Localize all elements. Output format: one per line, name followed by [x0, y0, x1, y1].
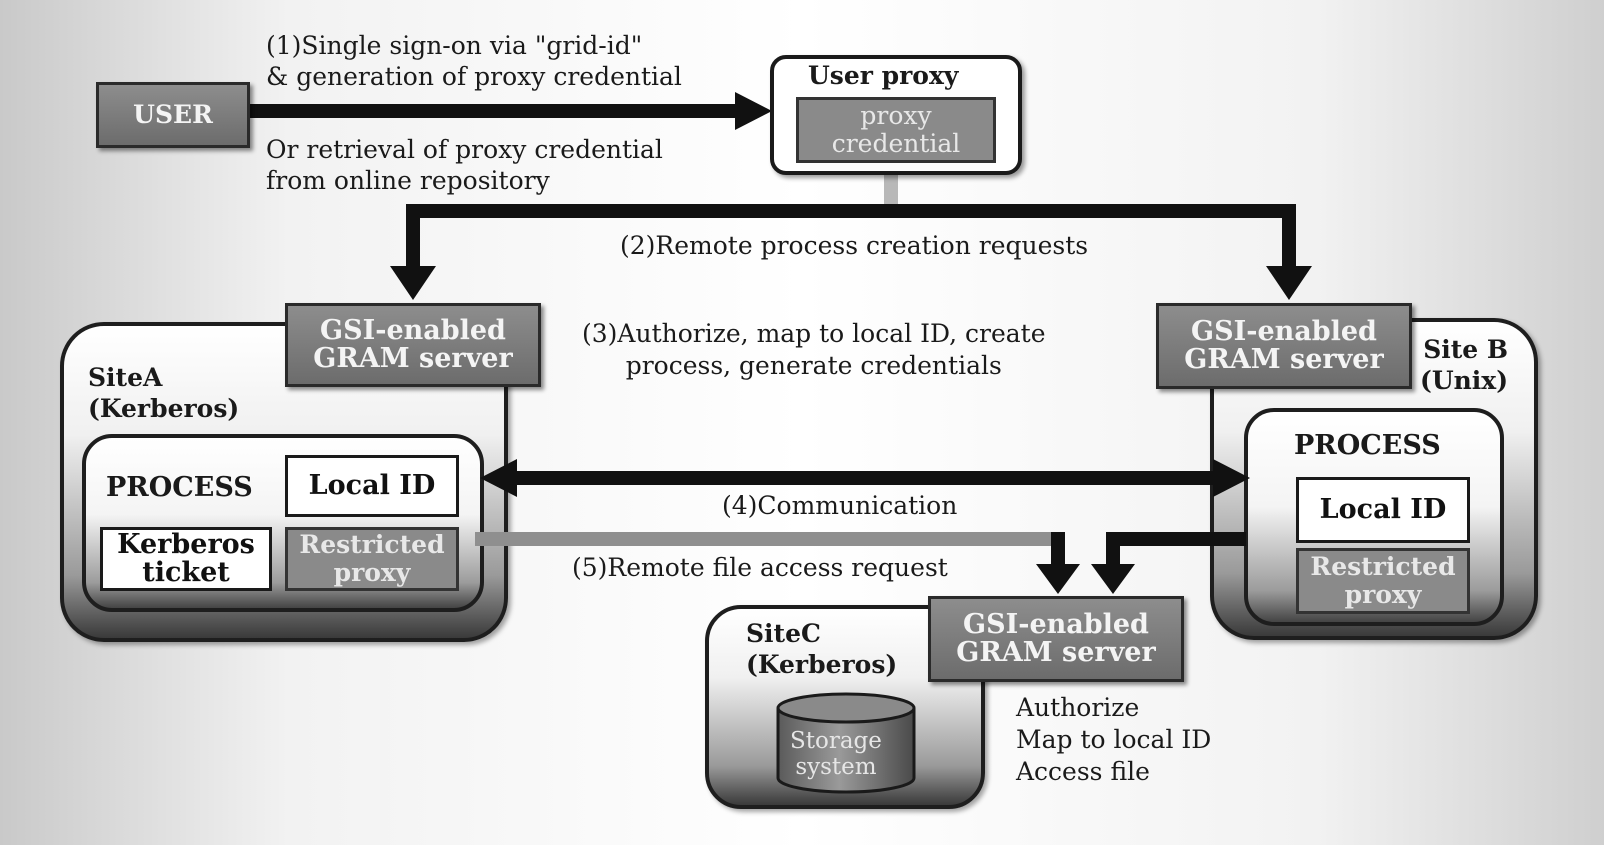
- user-proxy-title: User proxy: [808, 61, 959, 90]
- arrow-communication: [480, 459, 1250, 497]
- site-c-name: SiteC (Kerberos): [746, 619, 898, 679]
- step3-label: (3)Authorize, map to local ID, create pr…: [582, 319, 1046, 380]
- arrow-user-to-proxy: [247, 92, 772, 130]
- site-a-process-label: PROCESS: [106, 472, 253, 503]
- user-box: USER: [96, 82, 250, 148]
- storage-system-icon: [776, 692, 916, 794]
- site-b-restricted-proxy: Restricted proxy: [1296, 548, 1470, 614]
- site-b-gram-server: GSI-enabled GRAM server: [1156, 303, 1412, 389]
- site-a-gram-server: GSI-enabled GRAM server: [285, 303, 541, 387]
- site-a-restricted-proxy: Restricted proxy: [285, 527, 459, 591]
- step4-label: (4)Communication: [722, 491, 958, 520]
- site-c-gram-server: GSI-enabled GRAM server: [928, 596, 1184, 682]
- site-b-name: Site B (Unix): [1420, 335, 1509, 395]
- site-a-local-id: Local ID: [285, 455, 459, 517]
- arrow-file-access-site-a: [475, 532, 1080, 594]
- site-b-process-label: PROCESS: [1294, 430, 1441, 461]
- proxy-credential: proxy credential: [796, 97, 996, 163]
- arrow-file-access-site-b: [1091, 532, 1246, 594]
- step2-label: (2)Remote process creation requests: [620, 231, 1089, 260]
- arrow-proxy-to-sites: [390, 172, 1312, 300]
- site-a-kerberos-ticket: Kerberos ticket: [100, 527, 272, 591]
- site-b-local-id: Local ID: [1296, 477, 1470, 543]
- step1-label: (1)Single sign-on via "grid-id" & genera…: [266, 31, 682, 91]
- site-c-actions: Authorize Map to local ID Access file: [1016, 693, 1212, 786]
- site-a-name: SiteA (Kerberos): [88, 363, 240, 423]
- storage-system-label: Storage system: [790, 728, 882, 780]
- step1-alt-label: Or retrieval of proxy credential from on…: [266, 135, 663, 195]
- step5-label: (5)Remote file access request: [572, 553, 948, 582]
